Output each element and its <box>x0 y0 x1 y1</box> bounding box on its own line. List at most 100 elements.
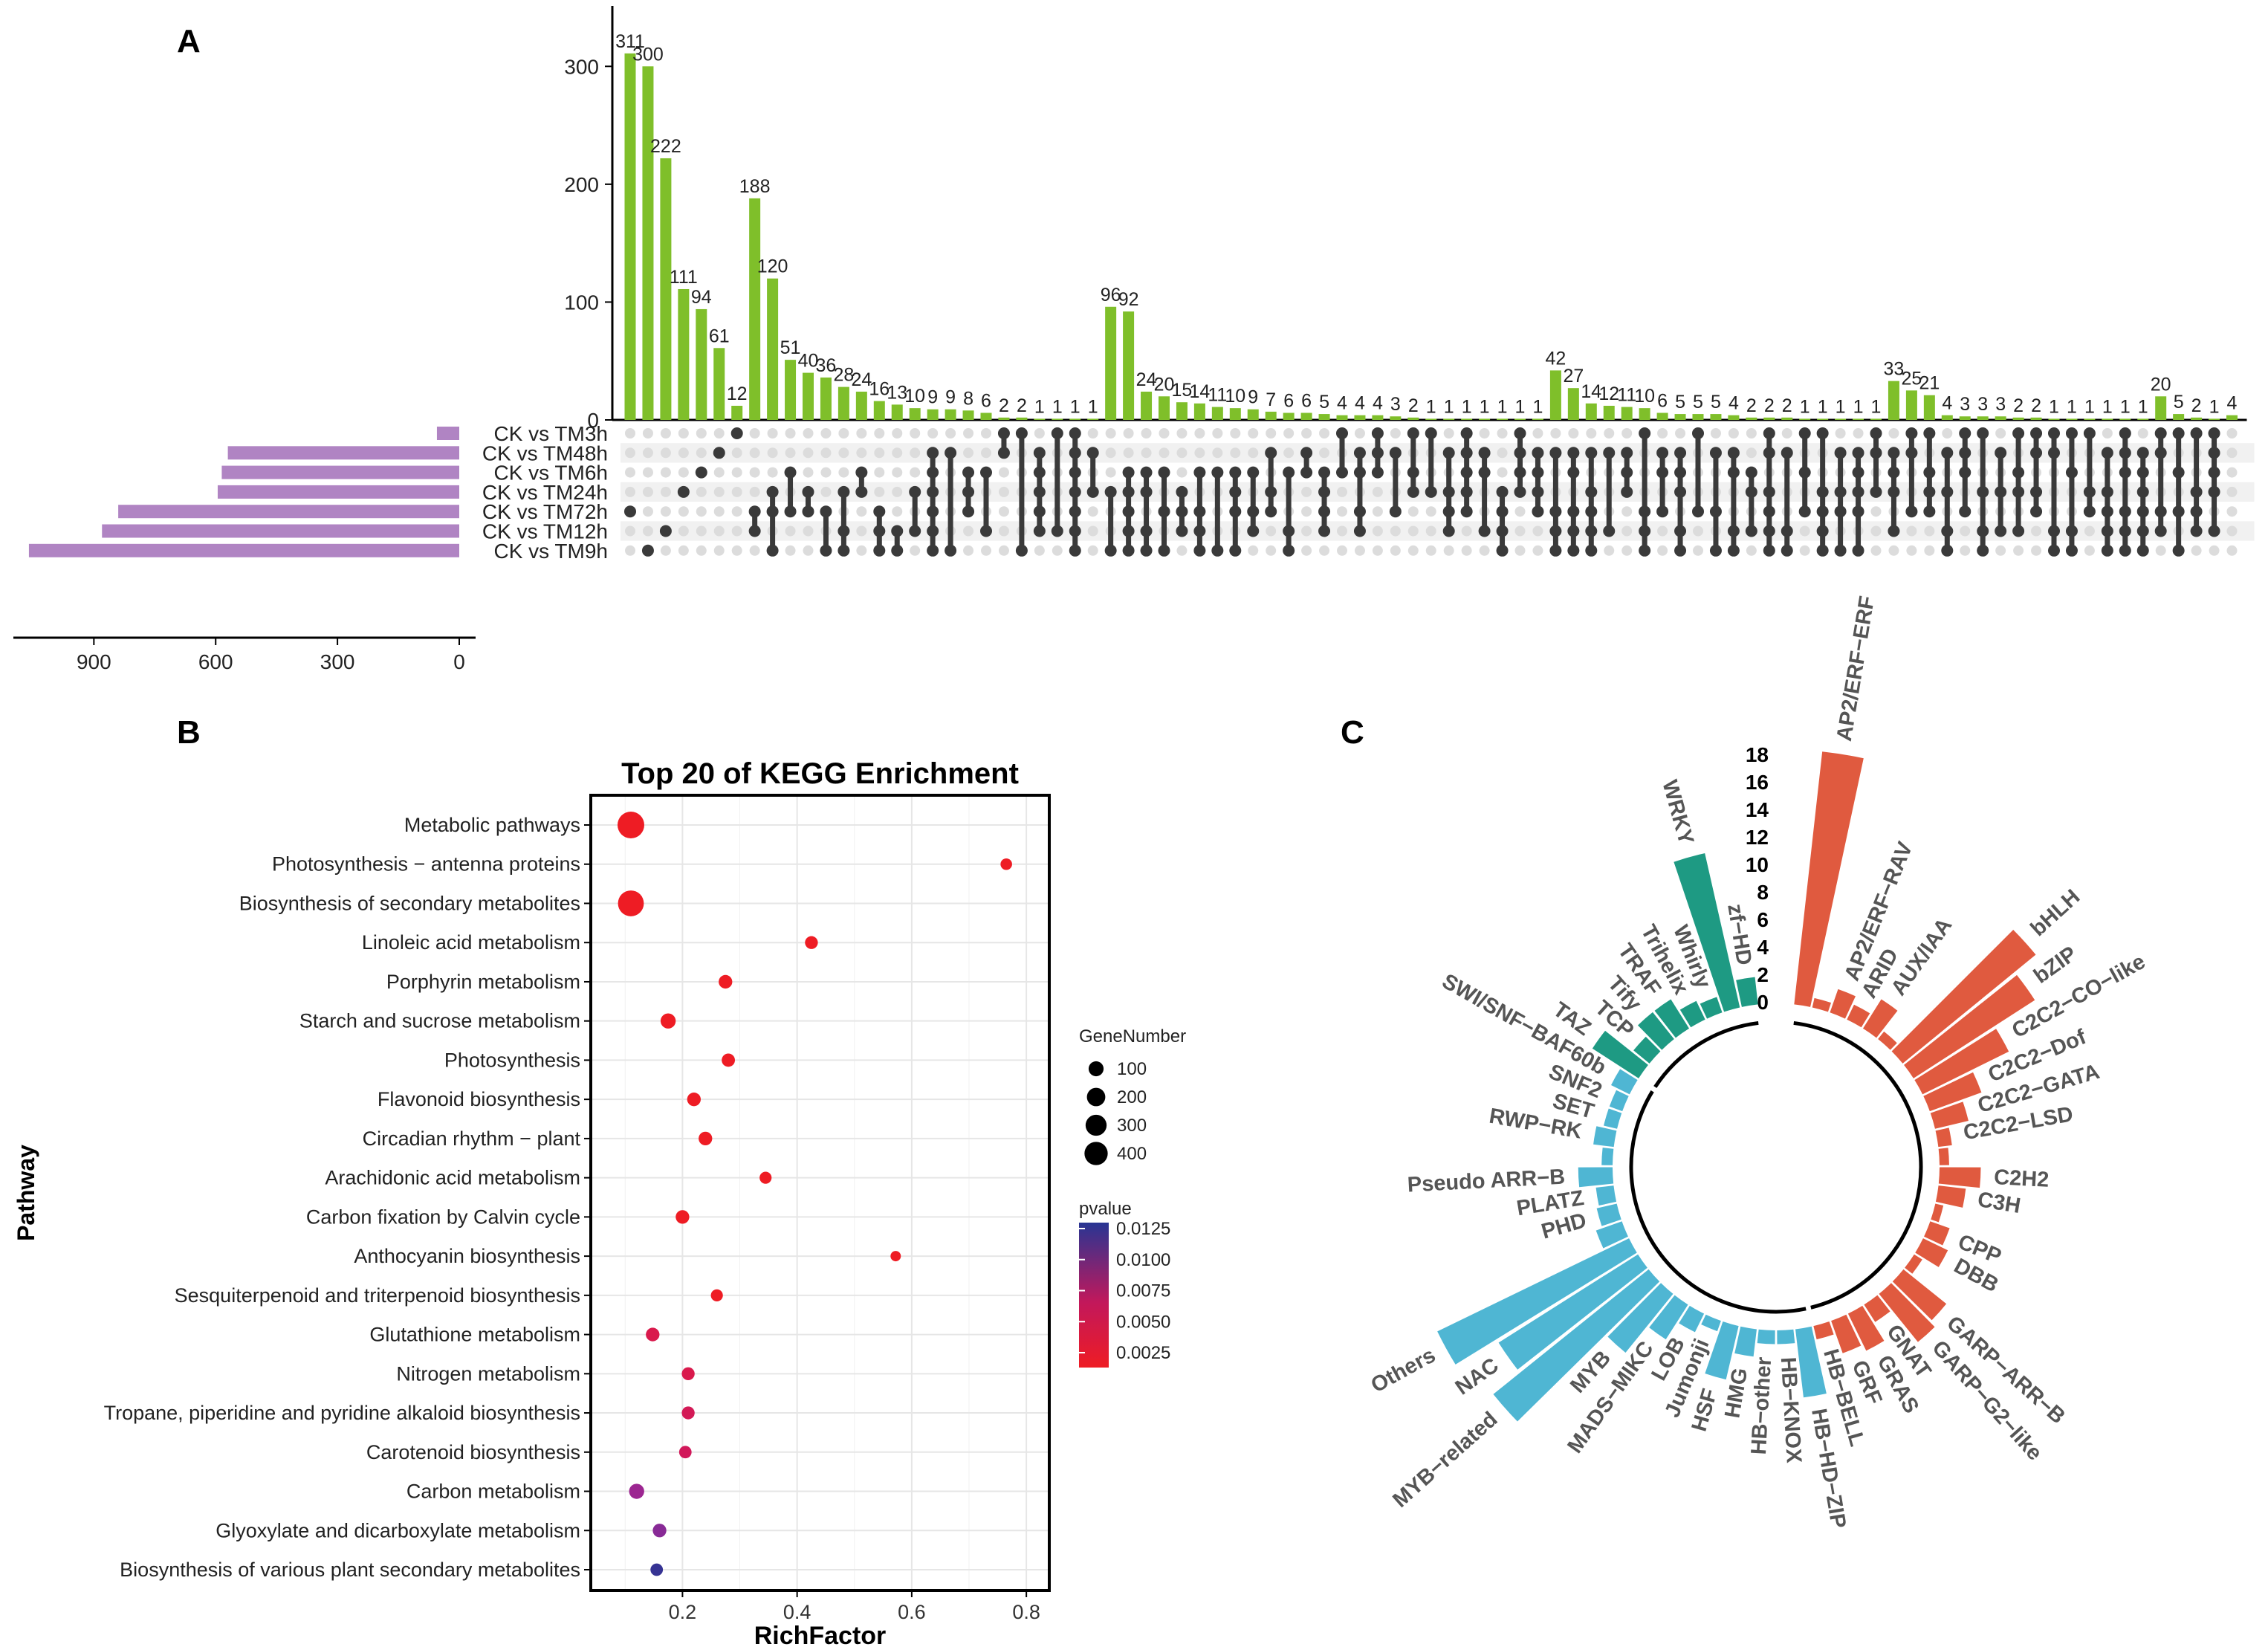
matrix-dot-off <box>1693 545 1703 556</box>
intersection-bar <box>1656 412 1668 420</box>
enrichment-dot <box>652 1524 667 1538</box>
matrix-dot-off <box>910 428 921 439</box>
matrix-dot-off <box>1514 506 1526 517</box>
matrix-dot-off <box>2191 545 2202 556</box>
matrix-dot-off <box>1924 525 1935 537</box>
matrix-dot-on <box>2065 525 2078 537</box>
matrix-dot-on <box>2065 427 2078 439</box>
matrix-dot-off <box>874 447 885 459</box>
matrix-dot-off <box>1746 447 1757 459</box>
intersection-value-label: 6 <box>1283 390 1294 411</box>
matrix-dot-off <box>625 525 635 537</box>
tf-bar <box>1595 1221 1628 1249</box>
pathway-label: Porphyrin metabolism <box>386 971 580 993</box>
tf-bar <box>1701 1314 1721 1332</box>
matrix-dot-off <box>1621 428 1633 439</box>
matrix-dot-on <box>1870 427 1882 439</box>
intersection-value-label: 24 <box>851 369 872 390</box>
matrix-dot-on <box>2136 544 2149 557</box>
intersection-value-label: 3 <box>1960 394 1970 415</box>
matrix-dot-on <box>1549 505 1562 518</box>
matrix-dot-on <box>1816 427 1829 439</box>
matrix-dot-on <box>1585 447 1598 459</box>
matrix-dot-off <box>1425 545 1436 556</box>
intersection-value-label: 28 <box>833 365 854 386</box>
tf-bar <box>1679 1000 1705 1028</box>
tf-bar <box>1905 1254 1922 1274</box>
matrix-dot-on <box>1781 525 1793 537</box>
intersection-value-label: 4 <box>1942 393 1952 414</box>
tf-bar <box>1674 852 1740 1012</box>
intersection-value-label: 14 <box>1189 381 1210 402</box>
matrix-dot-on <box>2101 525 2113 537</box>
matrix-dot-off <box>856 525 867 537</box>
intersection-bar <box>891 404 903 420</box>
tf-bar <box>1578 1167 1614 1188</box>
tf-bar <box>1904 974 2035 1078</box>
matrix-dot-off <box>1407 506 1419 517</box>
matrix-dot-on <box>2190 505 2203 518</box>
matrix-dot-on <box>2048 525 2060 537</box>
matrix-dot-on <box>1371 466 1384 479</box>
tf-bar <box>1812 997 1832 1012</box>
radial-scale-label: 10 <box>1746 853 1769 876</box>
matrix-dot-off <box>1319 447 1330 459</box>
matrix-dot-on <box>766 505 779 518</box>
matrix-dot-on <box>2208 427 2220 439</box>
matrix-dot-off <box>696 428 707 439</box>
matrix-dot-on <box>2119 505 2131 518</box>
intersection-value-label: 1 <box>2067 396 2077 417</box>
matrix-dot-on <box>945 447 957 459</box>
matrix-dot-off <box>2209 545 2220 556</box>
x-tick-label: 0.6 <box>898 1601 926 1623</box>
matrix-dot-on <box>1532 505 1544 518</box>
matrix-dot-on <box>2172 466 2185 479</box>
matrix-dot-on <box>1211 466 1224 479</box>
matrix-dot-on <box>1318 525 1331 537</box>
matrix-dot-off <box>1870 525 1882 537</box>
matrix-dot-on <box>1977 427 1989 439</box>
matrix-dot-on <box>1567 544 1580 557</box>
group-baseline-arc <box>1629 1090 1807 1314</box>
intersection-bar <box>927 409 939 420</box>
intersection-bar <box>1692 414 1704 420</box>
matrix-dot-off <box>785 525 796 537</box>
intersection-bar <box>2048 418 2060 420</box>
matrix-dot-on <box>2154 427 2167 439</box>
matrix-dot-on <box>1318 505 1331 518</box>
matrix-dot-off <box>981 545 991 556</box>
tf-bar <box>1862 999 1898 1038</box>
matrix-dot-on <box>2154 525 2167 537</box>
panel-letter-c: C <box>1341 714 1364 751</box>
matrix-dot-off <box>1319 545 1330 556</box>
matrix-dot-on <box>1122 525 1135 537</box>
size-legend-dot <box>1085 1114 1107 1136</box>
pathway-label: Carotenoid biosynthesis <box>366 1441 580 1463</box>
matrix-dot-on <box>962 505 975 518</box>
intersection-bar <box>1407 417 1419 420</box>
intersection-value-label: 1 <box>2102 396 2113 417</box>
upset-plot: 0100200300311300222111946112188120514036… <box>13 6 2255 673</box>
intersection-value-label: 12 <box>1598 384 1619 404</box>
matrix-dot-on <box>1193 505 1206 518</box>
plot-background <box>591 795 1049 1591</box>
matrix-dot-off <box>1799 545 1810 556</box>
matrix-dot-on <box>2208 525 2220 537</box>
matrix-dot-on <box>2030 447 2043 459</box>
intersection-bar <box>909 408 921 420</box>
matrix-dot-off <box>998 467 1009 478</box>
matrix-dot-off <box>874 467 885 478</box>
matrix-dot-off <box>892 428 903 439</box>
matrix-dot-on <box>2172 427 2185 439</box>
matrix-dot-off <box>1372 545 1383 556</box>
matrix-dot-on <box>1033 505 1046 518</box>
color-legend-label: 0.0025 <box>1116 1343 1170 1363</box>
matrix-dot-off <box>696 525 707 537</box>
intersection-value-label: 24 <box>1136 369 1157 390</box>
matrix-dot-off <box>1087 506 1098 517</box>
matrix-dot-off <box>1586 428 1597 439</box>
intersection-bar <box>1728 415 1740 420</box>
size-legend-label: 300 <box>1117 1116 1147 1136</box>
matrix-dot-on <box>2119 525 2131 537</box>
